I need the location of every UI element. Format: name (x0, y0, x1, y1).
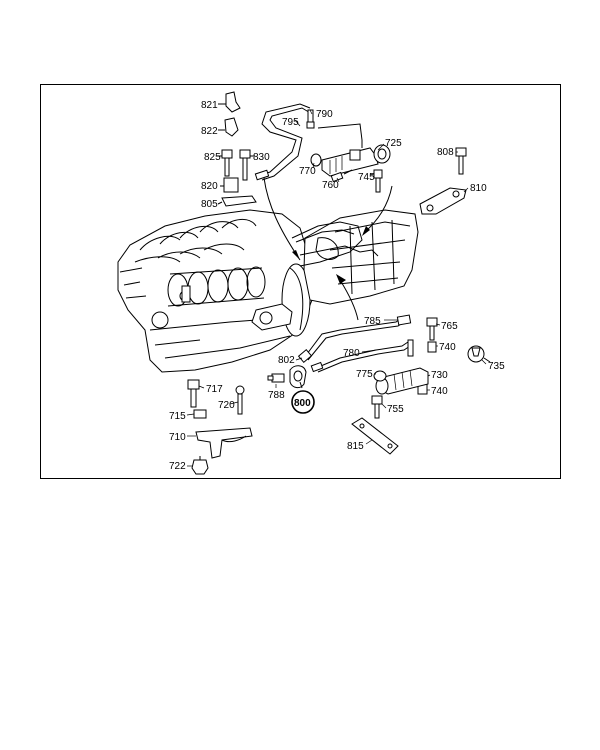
seal-802 (289, 365, 307, 389)
label-720: 720 (218, 400, 235, 411)
label-815: 815 (347, 441, 364, 452)
label-722: 722 (169, 461, 186, 472)
label-745: 745 (358, 172, 375, 183)
label-780: 780 (343, 348, 360, 359)
bolt-717 (187, 379, 200, 408)
bracket-805 (217, 195, 257, 207)
nut-715 (193, 409, 207, 419)
label-802: 802 (278, 355, 295, 366)
label-821: 821 (201, 100, 218, 111)
bolt-720 (235, 385, 245, 415)
bolt-745 (373, 169, 383, 193)
label-830: 830 (253, 152, 270, 163)
label-765: 765 (441, 321, 458, 332)
bolt-830 (239, 149, 254, 181)
clip-822 (218, 117, 239, 137)
label-725: 725 (385, 138, 402, 149)
leader-lines (186, 109, 487, 467)
label-805: 805 (201, 199, 218, 210)
label-730: 730 (431, 370, 448, 381)
washer-775 (373, 370, 387, 382)
label-825: 825 (204, 152, 221, 163)
label-717: 717 (206, 384, 223, 395)
label-775: 775 (356, 369, 373, 380)
washer-770 (310, 153, 322, 167)
label-795: 795 (282, 117, 299, 128)
label-808: 808 (437, 147, 454, 158)
label-735: 735 (488, 361, 505, 372)
label-810: 810 (470, 183, 487, 194)
label-800: 800 (294, 398, 311, 409)
label-760: 760 (322, 180, 339, 191)
mount-820 (220, 177, 239, 193)
part-labels: 821 822 825 830 820 805 795 790 725 770 … (169, 100, 505, 472)
label-822: 822 (201, 126, 218, 137)
label-740-bottom: 740 (431, 386, 448, 397)
label-785: 785 (364, 316, 381, 327)
callout-arrows (263, 177, 393, 321)
label-770: 770 (299, 166, 316, 177)
label-820: 820 (201, 181, 218, 192)
label-788: 788 (268, 390, 285, 401)
bolt-755 (371, 395, 383, 419)
bleed-screw-740-top (427, 341, 437, 353)
bolt-825 (216, 149, 233, 177)
nut-722 (191, 456, 209, 475)
clip-821 (218, 91, 241, 113)
bolt-765 (426, 317, 438, 341)
fitting-788 (267, 373, 285, 383)
pipe-795 (254, 103, 315, 181)
label-715: 715 (169, 411, 186, 422)
label-755: 755 (387, 404, 404, 415)
engine-transmission-assembly (117, 209, 419, 373)
callout-800 (291, 381, 315, 414)
label-740-top: 740 (439, 342, 456, 353)
bracket-810 (419, 187, 467, 215)
label-710: 710 (169, 432, 186, 443)
bracket-815 (351, 417, 399, 455)
wrench-735 (467, 345, 491, 363)
label-790: 790 (316, 109, 333, 120)
pipe-785-780 (297, 314, 414, 373)
bracket-710 (195, 427, 253, 459)
master-cylinder-725 (317, 123, 391, 177)
